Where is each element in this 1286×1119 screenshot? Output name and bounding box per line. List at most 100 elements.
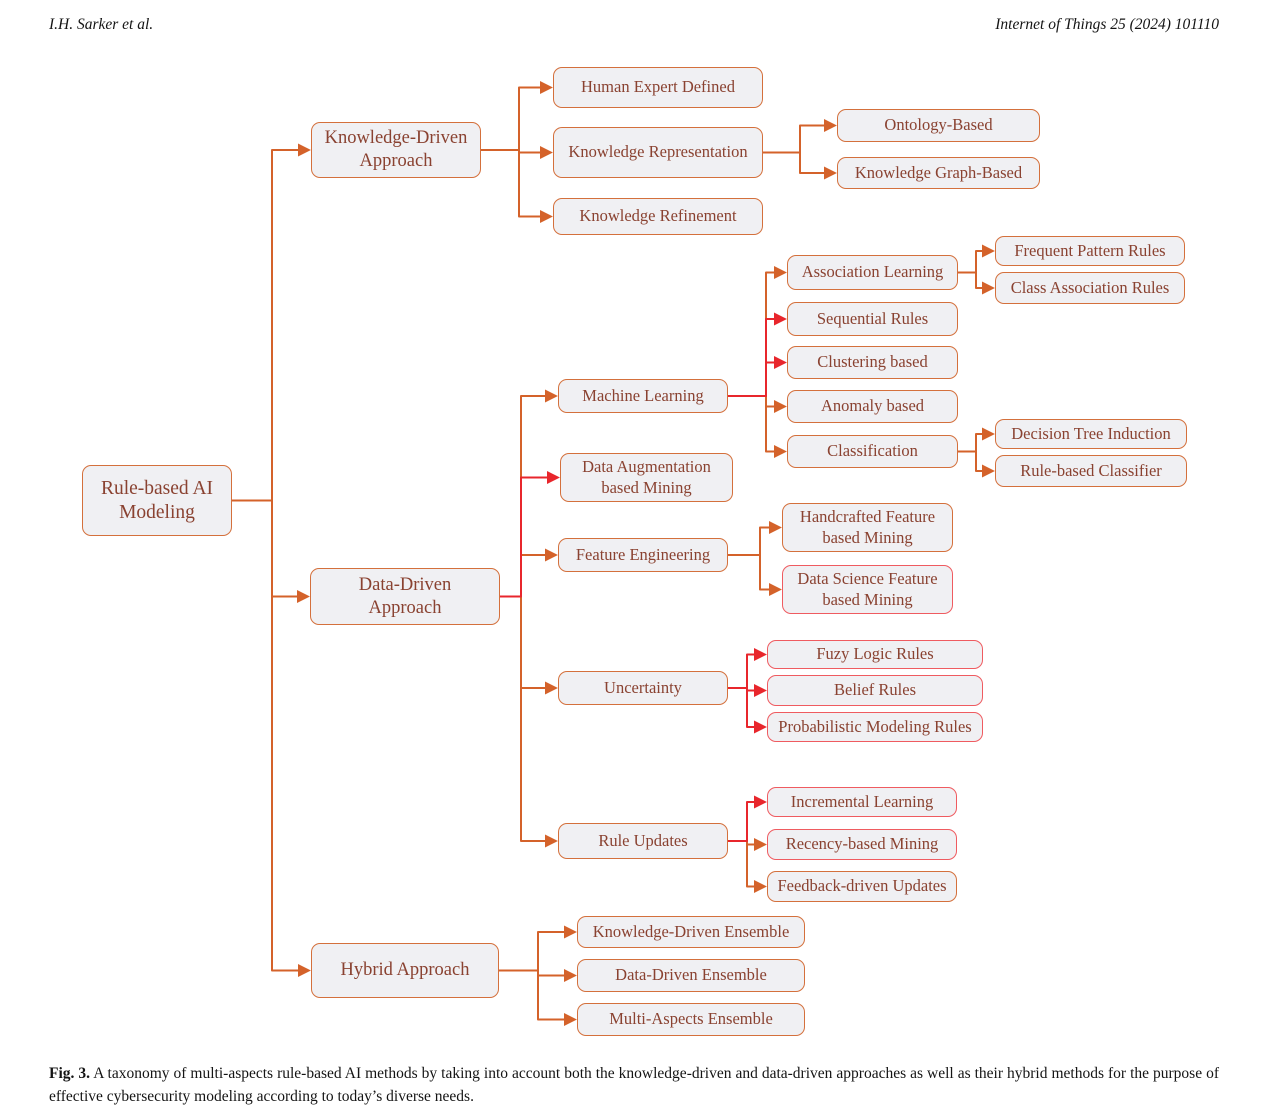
node-fe: Feature Engineering	[558, 538, 728, 572]
edge-root-kd	[232, 143, 311, 502]
taxonomy-figure: Rule-based AI Modeling Knowledge-Driven A…	[82, 67, 1187, 1036]
node-dd: Data-Driven Approach	[310, 568, 500, 625]
page-header-journal: Internet of Things 25 (2024) 101110	[995, 16, 1219, 33]
node-unc: Uncertainty	[558, 671, 728, 705]
node-label: Rule-based Classifier	[1020, 460, 1162, 480]
node-label: Rule-based AI Modeling	[100, 477, 214, 523]
node-label: Handcrafted Feature based Mining	[799, 507, 936, 547]
figure-caption-text: A taxonomy of multi-aspects rule-based A…	[49, 1065, 1220, 1105]
node-label: Belief Rules	[833, 680, 917, 700]
node-al: Association Learning	[787, 255, 958, 290]
node-ru: Rule Updates	[558, 823, 728, 859]
node-label: Human Expert Defined	[581, 77, 735, 97]
node-kref: Knowledge Refinement	[553, 198, 763, 235]
node-label: Feature Engineering	[575, 544, 711, 564]
node-label: Class Association Rules	[1010, 277, 1170, 297]
edge-cls-rbc	[958, 450, 995, 478]
node-sr: Sequential Rules	[787, 302, 958, 336]
edge-dd-fe	[500, 548, 558, 598]
node-fpr: Frequent Pattern Rules	[995, 236, 1185, 266]
node-label: Association Learning	[801, 262, 944, 282]
node-label: Data Science Feature based Mining	[797, 569, 938, 609]
edge-dd-dam	[500, 471, 560, 598]
node-kde: Knowledge-Driven Ensemble	[577, 916, 805, 948]
edge-hybrid-dde	[499, 969, 577, 982]
node-label: Knowledge Graph-Based	[854, 162, 1023, 182]
edge-dd-unc	[500, 595, 558, 695]
figure-caption-label: Fig. 3.	[49, 1065, 91, 1082]
edge-unc-pmr	[728, 687, 767, 734]
edge-hybrid-kde	[499, 925, 577, 972]
node-label: Knowledge Representation	[568, 142, 748, 162]
edge-dd-ru	[500, 595, 558, 848]
node-label: Frequent Pattern Rules	[1014, 240, 1166, 260]
edge-krep-ont	[763, 119, 837, 154]
edge-ml-ab	[728, 395, 787, 413]
node-ont: Ontology-Based	[837, 109, 1040, 142]
node-label: Knowledge Refinement	[579, 206, 737, 226]
node-cls: Classification	[787, 435, 958, 468]
node-hf: Handcrafted Feature based Mining	[782, 503, 953, 552]
node-car: Class Association Rules	[995, 272, 1185, 304]
node-label: Knowledge-Driven Ensemble	[592, 921, 790, 941]
edge-kd-krep	[481, 146, 553, 159]
node-flr: Fuzy Logic Rules	[767, 640, 983, 669]
edge-cls-dti	[958, 427, 995, 453]
node-mae: Multi-Aspects Ensemble	[577, 1003, 805, 1036]
edge-ru-rbm	[728, 838, 767, 851]
edge-fe-hf	[728, 521, 782, 556]
node-label: Knowledge-Driven Approach	[324, 128, 468, 171]
edge-ru-il	[728, 795, 767, 842]
node-dam: Data Augmentation based Mining	[560, 453, 733, 502]
node-kd: Knowledge-Driven Approach	[311, 122, 481, 178]
node-label: Machine Learning	[582, 385, 704, 405]
edge-ml-al	[728, 266, 787, 397]
node-label: Anomaly based	[820, 396, 925, 416]
node-kgb: Knowledge Graph-Based	[837, 157, 1040, 189]
edge-ml-cls	[728, 395, 787, 458]
node-label: Uncertainty	[604, 677, 682, 697]
node-label: Data Augmentation based Mining	[582, 457, 711, 497]
edge-kd-kref	[481, 149, 553, 223]
edge-unc-flr	[728, 648, 767, 689]
node-label: Hybrid Approach	[340, 960, 470, 981]
edge-al-fpr	[958, 244, 995, 274]
edge-hybrid-mae	[499, 969, 577, 1026]
node-root: Rule-based AI Modeling	[82, 465, 232, 536]
node-pmr: Probabilistic Modeling Rules	[767, 712, 983, 742]
page-header-authors: I.H. Sarker et al.	[49, 16, 154, 33]
node-br: Belief Rules	[767, 675, 983, 706]
edge-dd-ml	[500, 389, 558, 598]
edge-fe-dsf	[728, 554, 782, 596]
node-ml: Machine Learning	[558, 379, 728, 413]
edge-root-dd	[232, 499, 310, 603]
edge-ru-fdu	[728, 840, 767, 893]
node-label: Multi-Aspects Ensemble	[609, 1009, 773, 1029]
edge-ml-cb	[728, 356, 787, 397]
node-dsf: Data Science Feature based Mining	[782, 565, 953, 614]
edge-al-car	[958, 271, 995, 295]
node-hed: Human Expert Defined	[553, 67, 763, 108]
node-label: Probabilistic Modeling Rules	[778, 716, 972, 736]
edge-ml-sr	[728, 312, 787, 397]
node-cb: Clustering based	[787, 346, 958, 379]
node-fdu: Feedback-driven Updates	[767, 871, 957, 902]
edge-krep-kgb	[763, 151, 837, 180]
node-label: Data-Driven Ensemble	[615, 965, 767, 985]
node-label: Classification	[827, 441, 918, 461]
node-label: Clustering based	[817, 352, 928, 372]
node-label: Decision Tree Induction	[1011, 423, 1171, 443]
edge-unc-br	[728, 684, 767, 697]
node-label: Incremental Learning	[790, 791, 934, 811]
node-dde: Data-Driven Ensemble	[577, 959, 805, 992]
node-label: Sequential Rules	[816, 308, 929, 328]
node-label: Data-Driven Approach	[358, 574, 452, 618]
node-rbm: Recency-based Mining	[767, 829, 957, 860]
node-label: Feedback-driven Updates	[777, 876, 947, 896]
figure-caption: Fig. 3. A taxonomy of multi-aspects rule…	[49, 1063, 1219, 1109]
node-rbc: Rule-based Classifier	[995, 455, 1187, 487]
node-il: Incremental Learning	[767, 787, 957, 817]
node-label: Fuzy Logic Rules	[816, 644, 934, 664]
node-hybrid: Hybrid Approach	[311, 943, 499, 998]
